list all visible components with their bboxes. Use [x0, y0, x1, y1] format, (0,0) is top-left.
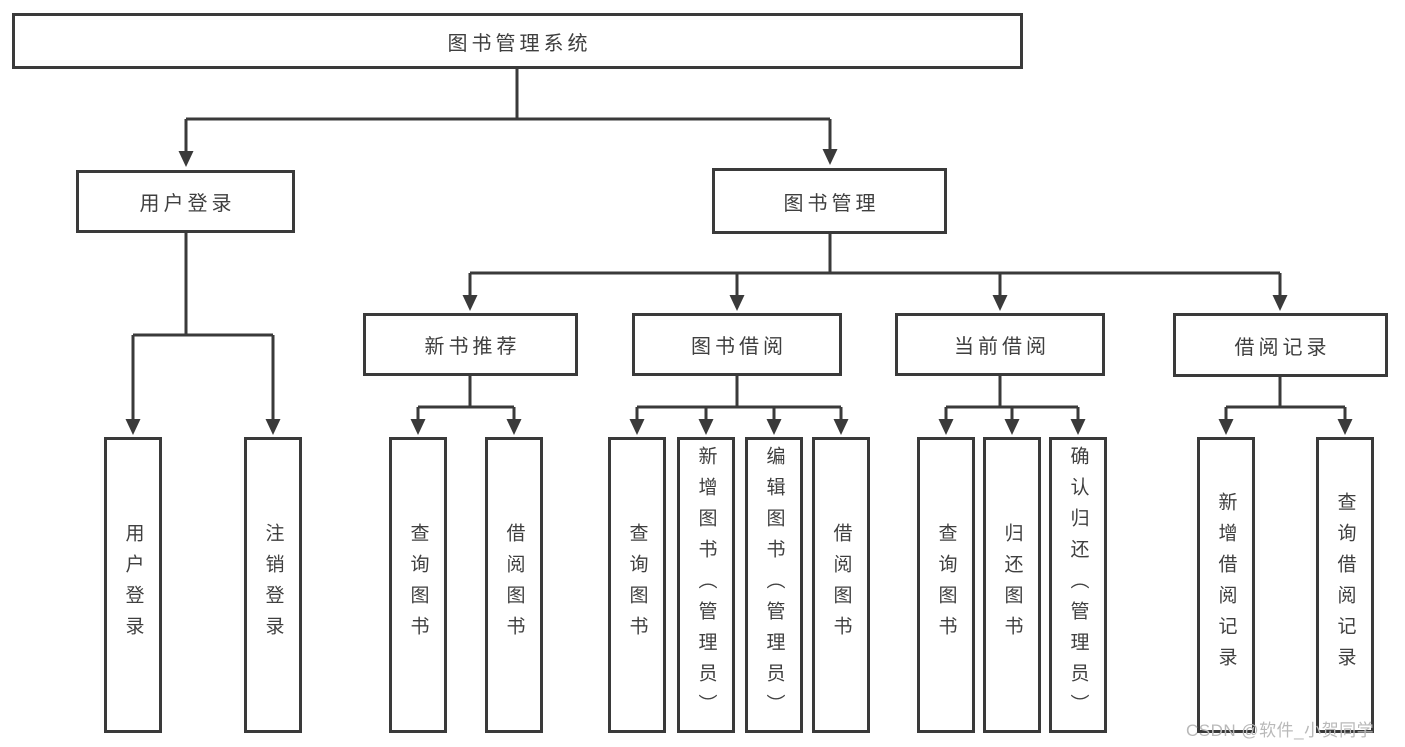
connector-trunks: [133, 68, 1345, 409]
leaf-borrow-books-2: 借阅图书: [812, 437, 870, 733]
connector-group: [125, 68, 1353, 435]
leaf-logout-login: 注销登录: [244, 437, 302, 733]
leaf-query-books-1: 查询图书: [389, 437, 447, 733]
leaf-confirm-return-admin: 确认归还（管理员）: [1049, 437, 1107, 733]
node-book-borrowing: 图书借阅: [632, 313, 842, 376]
leaf-query-borrow-record: 查询借阅记录: [1316, 437, 1374, 733]
leaf-add-books-admin: 新增图书（管理员）: [677, 437, 735, 733]
leaf-edit-books-admin: 编辑图书（管理员）: [745, 437, 803, 733]
node-book-management: 图书管理: [712, 168, 947, 234]
node-root: 图书管理系统: [12, 13, 1023, 69]
node-user-login: 用户登录: [76, 170, 295, 233]
leaf-query-books-2: 查询图书: [608, 437, 666, 733]
node-current-borrowing: 当前借阅: [895, 313, 1105, 376]
watermark: CSDN @软件_小贺同学: [1186, 721, 1375, 740]
leaf-return-books: 归还图书: [983, 437, 1041, 733]
leaf-user-login: 用户登录: [104, 437, 162, 733]
leaf-borrow-books-1: 借阅图书: [485, 437, 543, 733]
leaf-add-borrow-record: 新增借阅记录: [1197, 437, 1255, 733]
leaf-query-books-3: 查询图书: [917, 437, 975, 733]
node-new-book-recommend: 新书推荐: [363, 313, 578, 376]
node-borrowing-records: 借阅记录: [1173, 313, 1388, 377]
